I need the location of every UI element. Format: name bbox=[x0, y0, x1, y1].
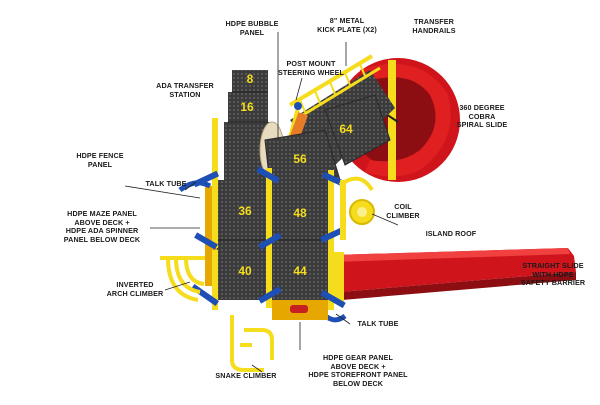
deck-number-48: 48 bbox=[293, 206, 307, 220]
label-hdpe-gear-panel: HDPE GEAR PANEL ABOVE DECK + HDPE STOREF… bbox=[308, 353, 408, 388]
tower-posts bbox=[212, 118, 334, 310]
label-hdpe-fence-panel: HDPE FENCE PANEL bbox=[76, 151, 124, 169]
label-metal-kick-plate: 8" METAL KICK PLATE (X2) bbox=[317, 16, 377, 34]
deck-number-8: 8 bbox=[247, 72, 254, 86]
label-straight-slide: STRAIGHT SLIDE WITH HDPE SAFETY BARRIER bbox=[520, 261, 586, 288]
label-talk-tube-upper: TALK TUBE bbox=[145, 179, 187, 188]
snake-climber bbox=[230, 315, 274, 372]
label-snake-climber: SNAKE CLIMBER bbox=[215, 371, 277, 380]
deck-number-44: 44 bbox=[293, 264, 307, 278]
label-island-roof: ISLAND ROOF bbox=[425, 229, 477, 238]
label-hdpe-bubble-panel: HDPE BUBBLE PANEL bbox=[225, 19, 279, 37]
label-post-mount-steering-wheel: POST MOUNT STEERING WHEEL bbox=[277, 59, 345, 77]
ada-transfer-station bbox=[224, 70, 270, 182]
deck-number-16: 16 bbox=[240, 100, 254, 114]
deck-number-36: 36 bbox=[238, 204, 252, 218]
deck-number-56: 56 bbox=[293, 152, 307, 166]
label-talk-tube-lower: TALK TUBE bbox=[357, 319, 399, 328]
label-cobra-spiral-slide: 360 DEGREE COBRA SPIRAL SLIDE bbox=[456, 103, 508, 130]
label-transfer-handrails: TRANSFER HANDRAILS bbox=[412, 17, 456, 35]
deck-number-40: 40 bbox=[238, 264, 252, 278]
blue-clamps bbox=[190, 166, 346, 309]
deck-height-labels: 8 16 56 64 36 48 40 44 bbox=[238, 72, 353, 278]
deck-number-64: 64 bbox=[339, 122, 353, 136]
leader-lines bbox=[124, 32, 399, 373]
label-hdpe-maze-panel: HDPE MAZE PANEL ABOVE DECK + HDPE ADA SP… bbox=[63, 209, 141, 244]
label-inverted-arch-climber: INVERTED ARCH CLIMBER bbox=[106, 280, 164, 298]
gear-panel bbox=[272, 300, 328, 320]
deck-64 bbox=[324, 94, 391, 166]
label-ada-transfer-station: ADA TRANSFER STATION bbox=[156, 81, 214, 99]
label-coil-climber: COIL CLIMBER bbox=[386, 202, 420, 220]
coil-climber bbox=[338, 176, 375, 240]
